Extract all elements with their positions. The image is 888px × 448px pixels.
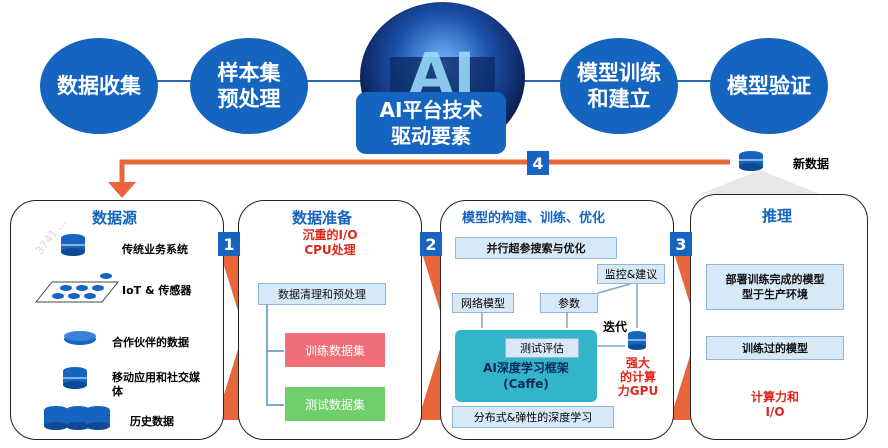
monitor-suggest-box: 监控&建议 — [597, 264, 665, 284]
step-data-collection: 数据收集 — [40, 38, 158, 134]
prep-branch-train — [266, 350, 284, 352]
iterate-label: 迭代 — [603, 320, 628, 334]
trained-model-box: 训练过的模型 — [706, 336, 844, 360]
gpu-label: 强大 的计算 力GPU — [617, 356, 659, 398]
step-model-train: 模型训练 和建立 — [560, 38, 678, 134]
step-model-verify: 模型验证 — [710, 38, 828, 134]
step-sample-preprocess: 样本集 预处理 — [190, 38, 308, 134]
params-box: 参数 — [540, 293, 598, 313]
feedback-number: 4 — [527, 151, 549, 175]
model-build-title: 模型的构建、训练、优化 — [462, 211, 606, 226]
new-data-label: 新数据 — [793, 157, 830, 171]
source-item-history: 历史数据 — [130, 415, 174, 428]
source-item-iot: IoT & 传感器 — [122, 284, 192, 297]
gpu-db-icon — [627, 330, 647, 356]
panel-inference — [690, 194, 868, 440]
source-item-legacy: 传统业务系统 — [122, 243, 188, 256]
inference-title: 推理 — [762, 207, 793, 225]
network-model-box: 网络模型 — [452, 293, 514, 313]
partner-data-icon — [62, 330, 98, 352]
hyperparam-search-box: 并行超参搜索与优化 — [455, 237, 617, 259]
step-number-2: 2 — [420, 232, 442, 256]
legacy-db-icon — [60, 233, 86, 261]
prep-branch-test — [266, 404, 284, 406]
source-item-partner: 合作伙伴的数据 — [112, 336, 189, 349]
framework-label: AI深度学习框架 (Caffe) — [483, 361, 569, 391]
panel-data-source — [10, 200, 224, 440]
io-cpu-subtitle: 沉重的I/O CPU处理 — [302, 228, 358, 257]
step-number-3: 3 — [670, 232, 692, 256]
test-dataset-box: 测试数据集 — [285, 387, 385, 421]
new-data-db-icon — [738, 150, 764, 176]
mobile-social-icon — [62, 366, 88, 394]
center-label-box: AI平台技术 驱动要素 — [356, 92, 506, 154]
prep-branch-line — [266, 304, 268, 404]
deploy-model-box: 部署训练完成的模型 型于生产环境 — [706, 264, 844, 310]
distributed-dl-box: 分布式&弹性的深度学习 — [452, 406, 614, 428]
data-source-title: 数据源 — [92, 209, 138, 227]
compute-io-label: 计算力和 I/O — [750, 390, 799, 419]
data-prep-title: 数据准备 — [292, 209, 353, 227]
train-dataset-box: 训练数据集 — [285, 333, 385, 367]
step-number-1: 1 — [218, 232, 240, 256]
iot-sensor-icon — [32, 268, 122, 312]
evaluate-box: 测试评估 — [505, 338, 579, 358]
source-item-mobile: 移动应用和社交媒 体 — [112, 371, 200, 398]
clean-preprocess-box: 数据清理和预处理 — [258, 283, 386, 305]
history-data-icon — [42, 404, 112, 436]
